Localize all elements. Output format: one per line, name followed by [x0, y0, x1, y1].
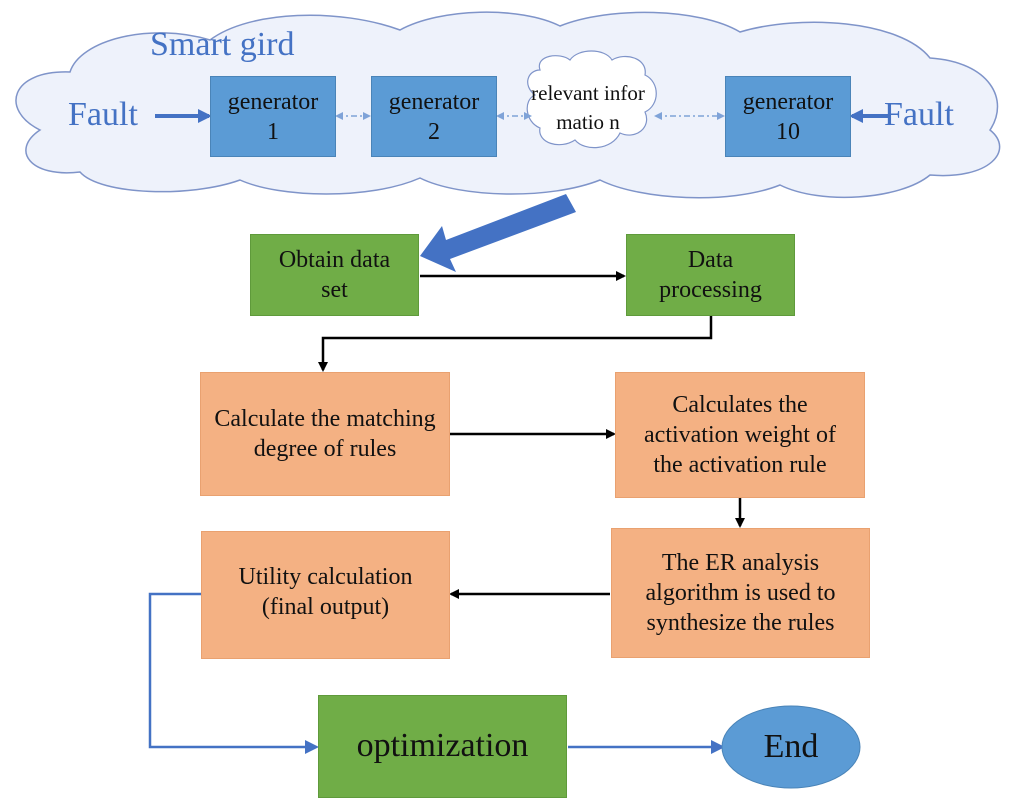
generator-2: generator 2 [371, 76, 497, 157]
generator-10: generator 10 [725, 76, 851, 157]
matching-degree-box: Calculate the matching degree of rules [200, 372, 450, 496]
grid-to-obtain-arrow [420, 194, 576, 272]
fault-left-label: Fault [68, 96, 138, 133]
arrow-utility-optimization [148, 592, 319, 754]
smart-grid-label: Smart gird [150, 26, 295, 63]
activation-weight-box: Calculates the activation weight of the … [615, 372, 865, 498]
obtain-data-set-box: Obtain data set [250, 234, 419, 316]
er-analysis-box: The ER analysis algorithm is used to syn… [611, 528, 870, 658]
data-processing-box: Data processing [626, 234, 795, 316]
relevant-info-label: relevant informatio n [531, 80, 645, 134]
arrow-processing-matching [318, 316, 713, 372]
relevant-info-cloud [526, 50, 657, 149]
fault-right-label: Fault [884, 96, 954, 133]
end-label: End [763, 727, 819, 765]
generator-1: generator 1 [210, 76, 336, 157]
optimization-box: optimization [318, 695, 567, 798]
utility-calculation-box: Utility calculation (final output) [201, 531, 450, 659]
end-ellipse [721, 705, 861, 789]
